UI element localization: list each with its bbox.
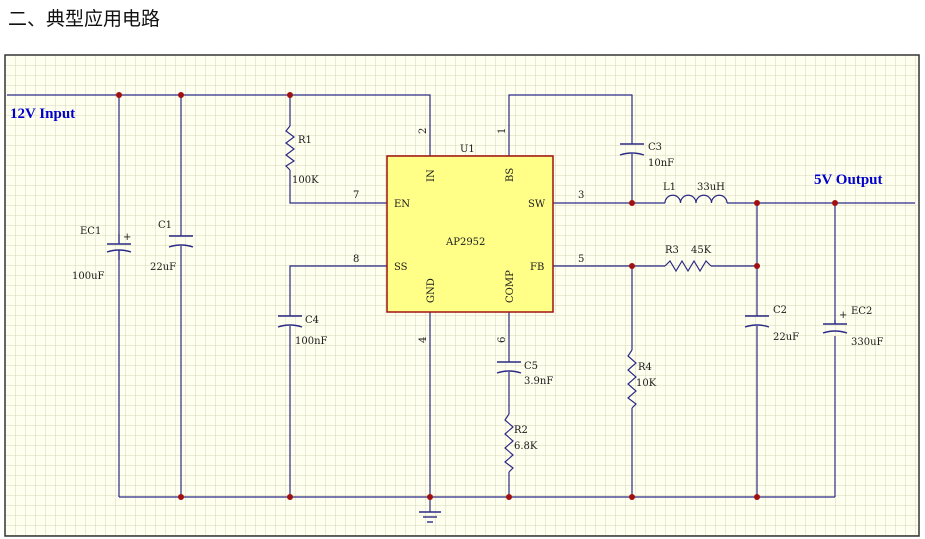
capacitor-c4 bbox=[277, 315, 303, 328]
wire-input-rail bbox=[7, 94, 431, 156]
ic-u1: U1 AP2952 EN SW SS FB IN BS GND COMP 7 3… bbox=[353, 128, 584, 343]
c4-ref: C4 bbox=[305, 315, 319, 326]
wire-bs-c3 bbox=[508, 94, 633, 203]
junction-dot bbox=[754, 494, 760, 500]
output-label: 5V Output bbox=[814, 172, 883, 188]
pin-number-comp: 6 bbox=[497, 337, 508, 343]
junction-dot bbox=[178, 92, 184, 98]
c5-value: 3.9nF bbox=[524, 376, 553, 387]
junction-dot bbox=[629, 263, 635, 269]
c1-value: 22uF bbox=[150, 262, 176, 273]
resistor-r4 bbox=[627, 349, 637, 409]
resistor-r2 bbox=[504, 413, 514, 473]
ground-symbol bbox=[419, 511, 441, 523]
pin-in-label: IN bbox=[426, 169, 437, 182]
inductor-l1 bbox=[664, 194, 728, 204]
junction-dot bbox=[427, 494, 433, 500]
r4-ref: R4 bbox=[638, 362, 652, 373]
pin-number-bs: 1 bbox=[497, 128, 508, 134]
r2-value: 6.8K bbox=[514, 441, 538, 452]
junction-dot bbox=[287, 494, 293, 500]
pin-number-ss: 8 bbox=[353, 254, 359, 265]
pin-ss-label: SS bbox=[394, 262, 408, 273]
ic-body bbox=[386, 155, 554, 313]
c4-value: 100nF bbox=[295, 336, 328, 347]
junction-dot bbox=[629, 200, 635, 206]
capacitor-c3 bbox=[619, 143, 645, 156]
pin-number-in: 2 bbox=[418, 128, 429, 134]
junction-dot bbox=[754, 200, 760, 206]
input-label: 12V Input bbox=[10, 106, 75, 122]
c3-value: 10nF bbox=[648, 158, 674, 169]
c2-ref: C2 bbox=[773, 305, 787, 316]
wire-ss-c4 bbox=[289, 265, 387, 497]
ec2-ref: EC2 bbox=[851, 306, 872, 317]
r1-ref: R1 bbox=[298, 135, 312, 146]
pin-number-gnd: 4 bbox=[418, 337, 429, 343]
junction-dot bbox=[506, 494, 512, 500]
c3-ref: C3 bbox=[648, 142, 662, 153]
capacitor-ec1: + bbox=[106, 232, 131, 260]
junction-dot bbox=[178, 494, 184, 500]
junction-dot bbox=[832, 200, 838, 206]
sheet-border bbox=[4, 54, 920, 537]
section-heading: 二、典型应用电路 bbox=[8, 8, 161, 30]
r3-value: 45K bbox=[691, 245, 712, 256]
pin-gnd-label: GND bbox=[426, 278, 437, 303]
ec2-value: 330uF bbox=[851, 337, 884, 348]
capacitor-ec2: + bbox=[822, 310, 847, 334]
resistor-r1 bbox=[285, 125, 296, 171]
pin-en-label: EN bbox=[394, 199, 410, 210]
ec1-value: 100uF bbox=[72, 271, 105, 282]
pin-fb-label: FB bbox=[530, 262, 544, 273]
pin-number-en: 7 bbox=[353, 190, 359, 201]
pin-number-sw: 3 bbox=[578, 190, 584, 201]
junction-dot bbox=[754, 263, 760, 269]
wire-r1-en bbox=[289, 95, 387, 204]
capacitor-c1 bbox=[168, 235, 194, 248]
r3-ref: R3 bbox=[665, 245, 679, 256]
pin-bs-label: BS bbox=[505, 168, 516, 182]
resistor-r3 bbox=[664, 259, 712, 273]
l1-ref: L1 bbox=[663, 182, 676, 193]
l1-value: 33uH bbox=[697, 182, 725, 193]
capacitor-c5 bbox=[496, 361, 522, 374]
r4-value: 10K bbox=[636, 378, 657, 389]
c2-value: 22uF bbox=[773, 332, 799, 343]
capacitor-c2 bbox=[744, 315, 770, 328]
junctions bbox=[116, 92, 838, 500]
pin-sw-label: SW bbox=[528, 199, 546, 210]
wires bbox=[7, 94, 915, 512]
pin-number-fb: 5 bbox=[578, 254, 584, 265]
pin-comp-label: COMP bbox=[505, 270, 516, 303]
ec1-polarity: + bbox=[123, 232, 131, 243]
r2-ref: R2 bbox=[514, 425, 528, 436]
ec2-polarity: + bbox=[839, 310, 847, 321]
junction-dot bbox=[629, 494, 635, 500]
ic-ref: U1 bbox=[460, 144, 475, 155]
ic-part: AP2952 bbox=[445, 237, 485, 248]
c5-ref: C5 bbox=[524, 361, 538, 372]
junction-dot bbox=[116, 92, 122, 98]
r1-value: 100K bbox=[292, 175, 319, 186]
junction-dot bbox=[287, 92, 293, 98]
c1-ref: C1 bbox=[158, 220, 172, 231]
ec1-ref: EC1 bbox=[80, 226, 101, 237]
